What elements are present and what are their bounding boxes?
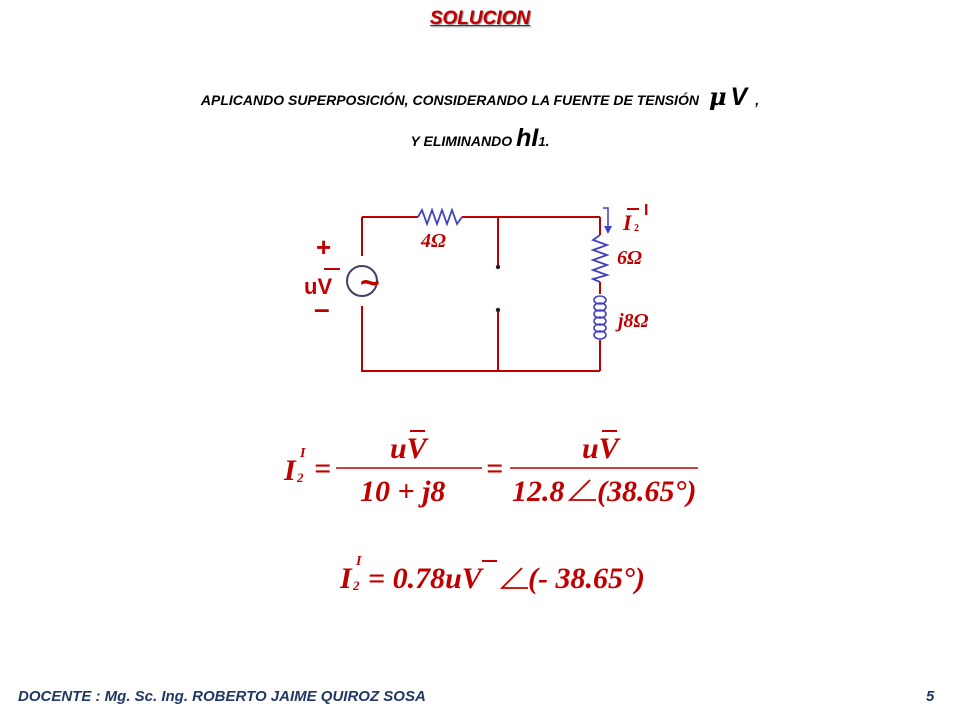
circuit-diagram: ~ + uV – 4Ω 6Ω j8Ω I 2 I [304,202,649,372]
eq1-lhs-sub: 2 [296,470,304,485]
eq1-lhs-sup: I [299,446,306,461]
eq1-equals: = [314,452,331,485]
intro-period: . [545,133,550,149]
label-j8ohm: j8Ω [615,310,649,332]
eq1-equals-2: = [486,452,503,485]
source-plus: + [316,232,331,262]
footer-docente: DOCENTE : Mg. Sc. Ing. ROBERTO JAIME QUI… [18,688,426,705]
voltage-symbol: V [730,83,748,111]
eq1-numerator-2: uV [582,432,622,465]
eq1-angle-symbol [567,479,596,501]
current-arrowhead [604,226,612,234]
ac-source-tilde: ~ [360,264,380,302]
current-arrow [603,207,609,230]
intro-text-2: Y ELIMINANDO [410,133,513,149]
open-terminal-bottom [495,307,501,313]
equation-2: I 2 I = 0.78uV (- 38.65°) [339,554,645,595]
ac-source-circle [346,265,378,297]
mu-symbol: μ [708,82,727,111]
eq2-lhs-sub: 2 [352,578,360,593]
circuit-wires [361,216,601,372]
eq2-rhs: = 0.78uV [368,562,485,595]
eq2-angle-symbol [499,567,528,589]
intro-text: APLICANDO SUPERPOSICIÓN, CONSIDERANDO LA… [200,92,699,108]
current-label-prime: I [644,202,648,219]
resistor-6ohm [590,234,610,283]
page-number: 5 [926,688,935,705]
hi-symbol: hI [516,124,539,152]
eq2-lhs-i: I [339,562,353,595]
eq1-denominator-2-angle: (38.65°) [597,475,696,508]
source-label-uv: uV [304,274,332,299]
intro-line-1: APLICANDO SUPERPOSICIÓN, CONSIDERANDO LA… [0,82,960,112]
resistor-4ohm [417,207,463,227]
current-label-sub: 2 [634,223,639,234]
slide-title: SOLUCION [429,8,531,29]
current-label-i: I [622,210,633,235]
equation-1: I 2 I = uV 10 + j8 = uV 12.8 (38.65°) [283,430,698,508]
source-minus: – [314,293,330,324]
eq1-numerator-1: uV [390,432,430,465]
eq2-lhs-sup: I [355,554,362,569]
open-terminal-top [495,264,501,270]
hi-subscript: 1 [538,134,546,149]
eq2-angle: (- 38.65°) [528,562,645,595]
label-6ohm: 6Ω [617,247,642,269]
eq1-denominator-1: 10 + j8 [360,475,445,508]
eq1-lhs-i: I [283,454,297,487]
intro-comma: , [755,92,760,108]
label-4ohm: 4Ω [420,230,446,252]
inductor-j8ohm [593,295,607,340]
eq1-denominator-2-mag: 12.8 [512,475,565,508]
